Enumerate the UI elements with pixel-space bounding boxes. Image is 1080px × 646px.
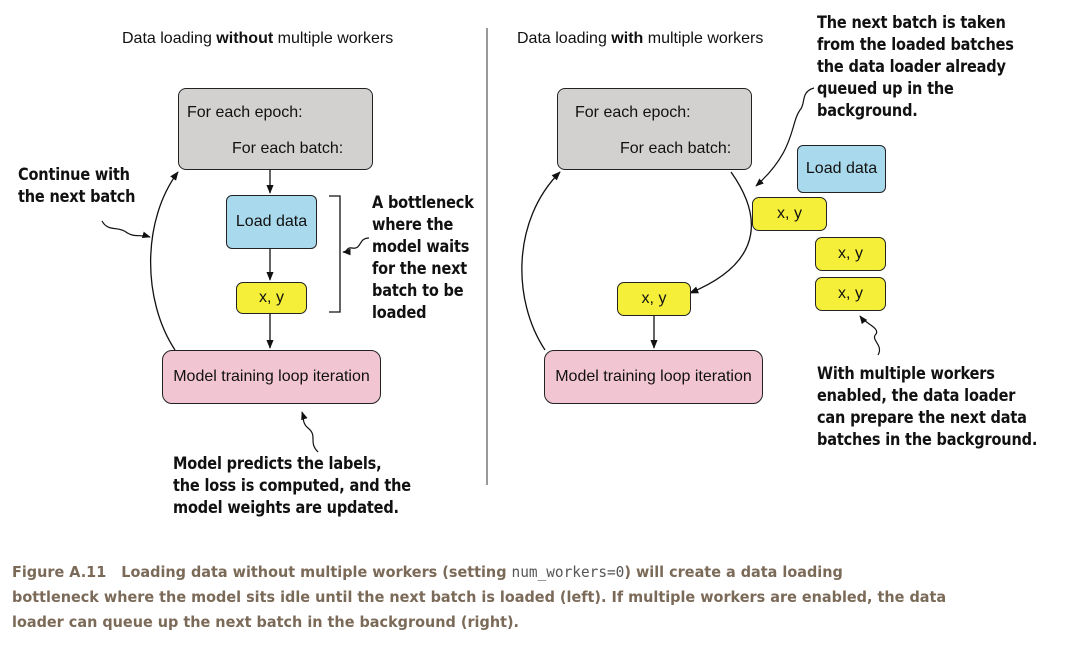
right-training-loop-box: Model training loop iteration bbox=[544, 350, 763, 404]
right-panel-title: Data loading with multiple workers bbox=[517, 30, 764, 47]
right-load-data-box: Load data bbox=[797, 145, 886, 193]
pointer-continue bbox=[101, 220, 151, 239]
left-panel-title: Data loading without multiple workers bbox=[122, 30, 394, 47]
right-epoch-box bbox=[557, 88, 752, 170]
note-predicts: Model predicts the labels, the loss is c… bbox=[173, 454, 411, 517]
pointer-workers bbox=[859, 315, 880, 356]
caption-code: num_workers=0 bbox=[511, 563, 625, 581]
right-epoch-label: For each epoch: bbox=[575, 104, 691, 121]
left-batch-box: x, y bbox=[236, 282, 307, 314]
pointer-next-batch bbox=[755, 87, 815, 187]
arrow-loop-back-right bbox=[521, 171, 561, 351]
caption-label: Figure A.11 bbox=[12, 563, 107, 581]
left-epoch-box bbox=[178, 88, 373, 170]
queued-batch-1: x, y bbox=[752, 197, 827, 231]
left-epoch-label: For each epoch: bbox=[187, 104, 303, 121]
arrow-epoch-to-batch-right bbox=[689, 171, 753, 294]
right-batch-box: x, y bbox=[617, 282, 691, 316]
figure-caption: Figure A.11 Loading data without multipl… bbox=[12, 563, 947, 631]
right-batch-label: For each batch: bbox=[620, 140, 732, 157]
bottleneck-bracket bbox=[329, 195, 341, 313]
note-next-batch: The next batch is taken from the loaded … bbox=[817, 13, 1014, 120]
queued-batch-3: x, y bbox=[815, 277, 886, 311]
left-batch-label: For each batch: bbox=[232, 140, 344, 157]
queued-batch-2: x, y bbox=[815, 237, 886, 271]
note-workers: With multiple workers enabled, the data … bbox=[817, 364, 1038, 449]
pointer-predicts bbox=[301, 411, 319, 453]
pointer-bottleneck bbox=[342, 237, 370, 256]
note-bottleneck: A bottleneck where the model waits for t… bbox=[372, 193, 474, 322]
left-training-loop-box: Model training loop iteration bbox=[162, 350, 381, 404]
left-load-data-box: Load data bbox=[226, 195, 317, 249]
arrow-loop-back-left bbox=[150, 171, 179, 351]
